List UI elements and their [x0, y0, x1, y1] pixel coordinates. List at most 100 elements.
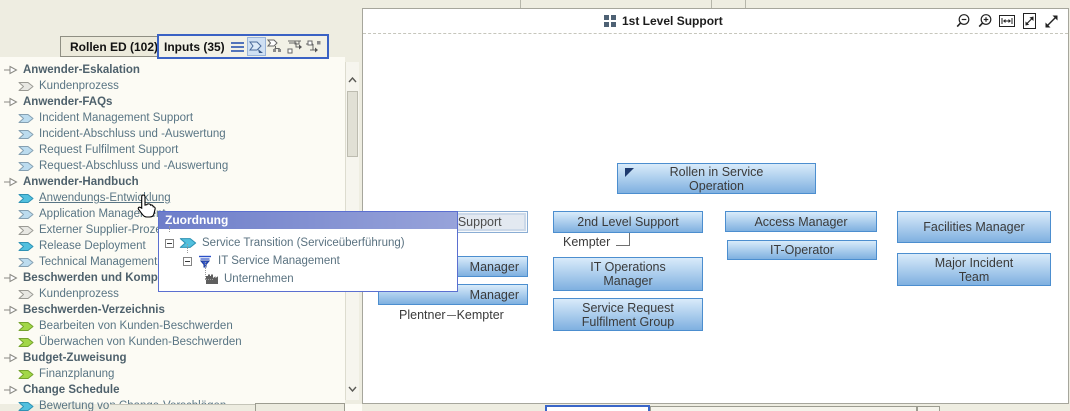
diagram-header: 1st Level Support: [363, 9, 1068, 34]
relations-in-icon[interactable]: [286, 38, 303, 55]
branch-arrow-icon: [4, 177, 18, 187]
tree-label: Beschwerden-Verzeichnis: [23, 304, 165, 316]
process-chevron-icon: [18, 113, 34, 123]
process-chevron-icon: [18, 193, 34, 203]
tree-category-20[interactable]: Change Schedule: [0, 382, 345, 398]
branch-arrow-icon: [4, 65, 18, 75]
process-chevron-icon: [18, 209, 34, 219]
fit-page-icon[interactable]: [1021, 13, 1037, 29]
scroll-down-button[interactable]: [346, 382, 359, 396]
scrollbar-thumb[interactable]: [347, 91, 358, 157]
branch-arrow-icon: [4, 273, 18, 283]
tree-label: Budget-Zuweisung: [23, 352, 127, 364]
tree-label: Application Management: [39, 208, 166, 220]
box-label: 2nd Level Support: [577, 215, 679, 229]
tree-item-17[interactable]: Überwachen von Kunden-Beschwerden: [0, 334, 345, 350]
label-connector-line: [446, 314, 456, 316]
process-chevron-icon: [18, 289, 34, 299]
tree-item-16[interactable]: Bearbeiten von Kunden-Beschwerden: [0, 318, 345, 334]
tree-item-3[interactable]: Incident Management Support: [0, 110, 345, 126]
tree-category-0[interactable]: Anwender-Eskalation: [0, 62, 345, 78]
tree-item-19[interactable]: Finanzplanung: [0, 366, 345, 382]
tree-item-12[interactable]: Technical Management: [0, 254, 345, 270]
tree-item-4[interactable]: Incident-Abschluss und -Auswertung: [0, 126, 345, 142]
tree-label: Request-Abschluss und -Auswertung: [39, 160, 229, 172]
person-label-kempter[interactable]: Kempter: [456, 308, 504, 322]
diagram-box-2nd-level-support[interactable]: 2nd Level Support: [553, 211, 703, 233]
tree-label: Kundenprozess: [39, 288, 119, 300]
tooltip-node-0: Service Transition (Serviceüberführung): [159, 234, 457, 252]
box-label: Manager: [469, 259, 519, 274]
tab-rollen-ed[interactable]: Rollen ED (102): [60, 36, 169, 57]
diagram-box-facilities-manager[interactable]: Facilities Manager: [897, 211, 1051, 243]
tree-label: Change Schedule: [23, 384, 120, 396]
tree-view-toolbar: [229, 37, 322, 56]
process-chevron-icon: [18, 145, 34, 155]
tree-item-5[interactable]: Request Fulfilment Support: [0, 142, 345, 158]
person-label-group: Plentner Kempter: [399, 308, 504, 322]
scroll-up-button[interactable]: [346, 73, 359, 87]
tree-label: Technical Management: [39, 256, 158, 268]
tab-inputs[interactable]: Inputs (35): [157, 34, 329, 59]
tree-connector: [205, 279, 213, 280]
tree-category-7[interactable]: Anwender-Handbuch: [0, 174, 345, 190]
collapse-minus-icon[interactable]: [165, 238, 174, 248]
zoom-out-icon[interactable]: [955, 13, 971, 29]
process-chevron-icon: [18, 225, 34, 235]
tree-item-1[interactable]: Kundenprozess: [0, 78, 345, 94]
process-chevron-icon: [18, 129, 34, 139]
diagram-box-it-operator[interactable]: IT-Operator: [727, 240, 877, 260]
fit-width-icon[interactable]: [999, 13, 1015, 29]
diagram-title-group: 1st Level Support: [604, 14, 723, 28]
box-label: IT-Operator: [770, 243, 834, 257]
diagram-box-it-operations-manager[interactable]: IT Operations Manager: [553, 257, 703, 291]
maximize-icon[interactable]: [1043, 13, 1059, 29]
box-label: Service Request Fulfilment Group: [581, 300, 675, 329]
tree-category-15[interactable]: Beschwerden-Verzeichnis: [0, 302, 345, 318]
mouse-cursor-hand: [137, 194, 156, 218]
box-label: Rollen in Service Operation: [669, 164, 764, 193]
tooltip-node-label: Unternehmen: [224, 273, 294, 285]
diagram-canvas[interactable]: Rollen in Service Operation 1st Level Su…: [363, 33, 1068, 403]
diagram-box-service-request-fulfilment-group[interactable]: Service Request Fulfilment Group: [553, 298, 703, 331]
person-label-kempter[interactable]: Kempter: [563, 235, 611, 249]
tree-item-11[interactable]: Release Deployment: [0, 238, 345, 254]
person-label-plentner[interactable]: Plentner: [399, 308, 446, 322]
diagram-box-rollen-in-service-operation[interactable]: Rollen in Service Operation: [617, 163, 816, 194]
bottom-partial-element: [345, 404, 362, 411]
bottom-partial-element: [917, 406, 940, 411]
box-label: Manager: [469, 287, 519, 302]
tree-item-14[interactable]: Kundenprozess: [0, 286, 345, 302]
bottom-panel-edge: [110, 404, 255, 411]
zoom-in-icon[interactable]: [977, 13, 993, 29]
bottom-partial-element: [255, 403, 345, 411]
diagram-box-access-manager[interactable]: Access Manager: [725, 211, 877, 232]
branch-arrow-icon: [4, 385, 18, 395]
process-chevron-icon: [18, 337, 34, 347]
tree-category-2[interactable]: Anwender-FAQs: [0, 94, 345, 110]
relations-out-icon[interactable]: [305, 38, 322, 55]
tree-label: Release Deployment: [39, 240, 146, 252]
process-chevron-icon: [18, 257, 34, 267]
tree-item-6[interactable]: Request-Abschluss und -Auswertung: [0, 158, 345, 174]
list-view-icon[interactable]: [229, 38, 246, 55]
process-chevron-icon: [18, 241, 34, 251]
hierarchy-view-icon[interactable]: [267, 38, 284, 55]
tree-item-10[interactable]: Externer Supplier-Proze: [0, 222, 345, 238]
zoom-toolbar: [955, 13, 1059, 29]
process-chevron-icon: [18, 369, 34, 379]
assignment-view-icon[interactable]: [246, 37, 266, 56]
collapse-minus-icon[interactable]: [183, 256, 192, 266]
tree-category-18[interactable]: Budget-Zuweisung: [0, 350, 345, 366]
diagram-box-major-incident-team[interactable]: Major Incident Team: [897, 253, 1051, 286]
process-chevron-icon: [18, 81, 34, 91]
tree-item-9[interactable]: Application Management: [0, 206, 345, 222]
tree-connector: [205, 262, 206, 279]
tooltip-node-1: IT Service Management: [159, 252, 457, 270]
tree-connector: [187, 244, 188, 253]
tree-item-8[interactable]: Anwendungs-Entwicklung: [0, 190, 345, 206]
process-chevron-icon: [18, 401, 34, 411]
tree-category-13[interactable]: Beschwerden und Kompli: [0, 270, 345, 286]
branch-arrow-icon: [4, 305, 18, 315]
